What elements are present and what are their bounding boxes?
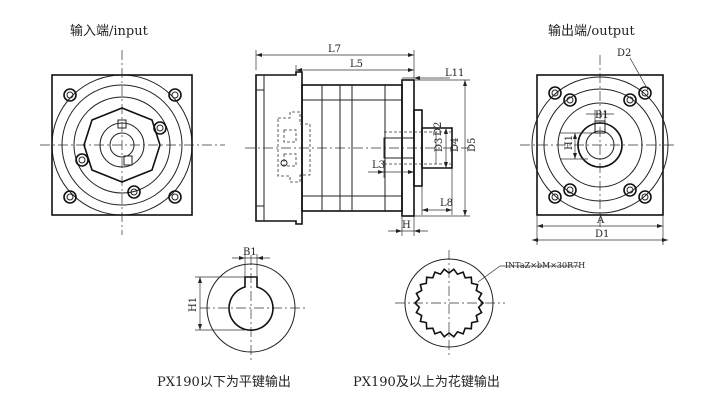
- dim-d2-side: D2: [433, 122, 444, 136]
- output-heading: 输出端/output: [548, 23, 635, 39]
- dim-l5: L5: [350, 59, 363, 70]
- caption-spline: PX190及以上为花键输出: [353, 374, 500, 390]
- dim-l8: L8: [440, 198, 453, 209]
- output-dimensions: D2 B1 H1 A D1: [532, 48, 668, 245]
- input-end-view: [40, 50, 225, 235]
- dim-h: H: [402, 220, 411, 231]
- dim-d1: D1: [595, 229, 609, 240]
- caption-flat-key: PX190以下为平键输出: [157, 374, 291, 390]
- spline-spec: INTaZ×bM×30R7H: [505, 261, 585, 270]
- side-view: [245, 71, 470, 225]
- dim-d2-out: D2: [617, 48, 631, 59]
- side-dimensions: L7 L5 L11 D5 D4 D3 D2 L3: [255, 44, 478, 236]
- dim-b1-out: B1: [595, 110, 609, 121]
- output-end-view: [520, 55, 675, 230]
- spline-teeth: [413, 268, 485, 338]
- dim-h1-key: H1: [188, 297, 199, 312]
- dim-d3: D3: [434, 138, 445, 152]
- dim-l7: L7: [328, 44, 341, 55]
- dim-b1-key: B1: [243, 247, 257, 258]
- dim-l3: L3: [372, 160, 385, 171]
- input-heading: 输入端/input: [70, 23, 149, 39]
- dim-h1-out: H1: [564, 135, 575, 150]
- dim-l11: L11: [445, 68, 464, 79]
- dim-d5: D5: [467, 138, 478, 152]
- dim-d4: D4: [450, 138, 461, 152]
- flat-key-detail: B1 H1: [188, 247, 305, 360]
- dim-a: A: [596, 215, 605, 226]
- spline-detail: INTaZ×bM×30R7H: [395, 250, 585, 358]
